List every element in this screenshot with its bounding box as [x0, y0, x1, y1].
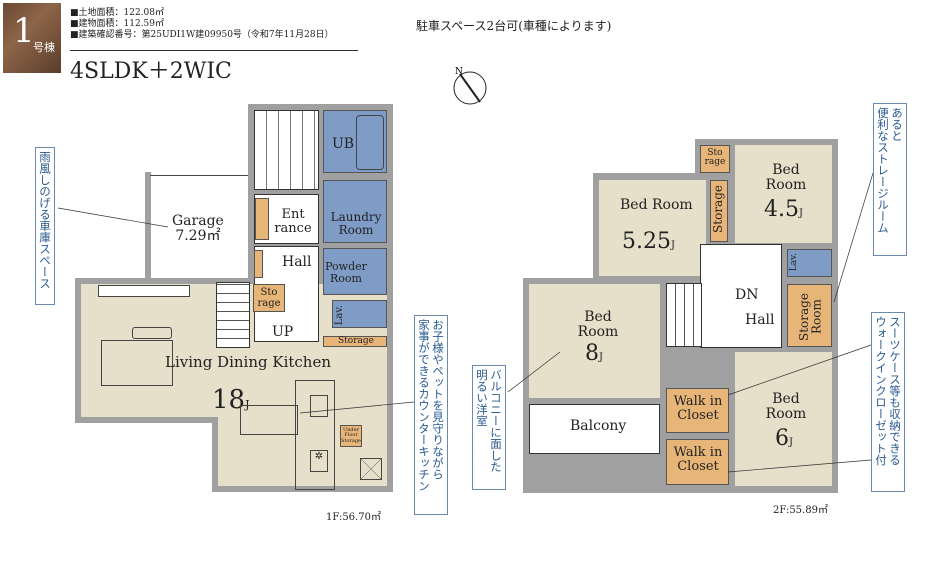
storage-vertical [254, 250, 263, 278]
storage-hatch-icon [360, 458, 382, 480]
bed45-label: Bed Room [765, 162, 807, 193]
ldk-floor-lower [218, 346, 387, 486]
building-suffix: 号棟 [33, 41, 55, 54]
dining-table [240, 405, 298, 435]
storage-small-2f-label: Sto rage [704, 148, 726, 168]
garage-line [150, 175, 250, 176]
storage-small: Sto rage [253, 284, 285, 312]
ldk-label: Living Dining Kitchen [165, 353, 332, 371]
storage-vertical-2f: Storage [710, 180, 728, 242]
building-badge: 1 号棟 [3, 3, 61, 73]
lavatory-2f: Lav. [787, 249, 832, 277]
balcony: Balcony [529, 404, 660, 454]
garage-note: 雨風しのげる車庫スペース [35, 147, 55, 305]
ldk-size: 18J [212, 385, 250, 415]
floor2-area: 2F:55.89㎡ [773, 505, 828, 516]
kitchen-note: お子様やペットを見守りながら家事ができるカウンターキッチン [414, 315, 448, 515]
hall-label: Hall [282, 254, 312, 270]
bed525-size: 5.25J [622, 229, 675, 254]
sofa-icon [101, 340, 173, 386]
kitchen-counter [295, 380, 335, 490]
bed6-size: 6J [775, 426, 794, 451]
storage-note: あると便利なストレージルーム [873, 103, 907, 256]
layout-type: 4SLDK＋2WIC [70, 59, 232, 84]
storage-room: Storage Room [787, 284, 832, 347]
walk-in-closet-1: Walk in Closet [666, 388, 729, 433]
staircase-2f [666, 283, 702, 347]
storage-small-2f: Sto rage [700, 145, 730, 173]
bathroom-ub: UB [323, 110, 387, 173]
jo-unit: J [245, 398, 250, 411]
floor-area: ■建物面積：112.59㎡ [70, 19, 164, 29]
laundry-label: Laundry Room [330, 210, 382, 237]
laundry-room: Laundry Room [323, 180, 387, 243]
entrance-label: Ent rance [274, 207, 312, 236]
storage-label: Storage [338, 336, 374, 346]
wic2-label: Walk in Closet [673, 445, 723, 474]
up-label: UP [272, 324, 294, 340]
sink-icon [310, 395, 328, 417]
walk-in-closet-2: Walk in Closet [666, 439, 729, 485]
lavatory: Lav. [332, 300, 387, 328]
stove-icon: ✲ [310, 450, 328, 472]
entrance-tiles [254, 110, 319, 190]
staircase [216, 282, 250, 348]
bed-room-8 [529, 284, 660, 398]
bed8-size: 8J [585, 341, 604, 366]
garage-wall [145, 172, 151, 282]
bed-room-525 [599, 180, 706, 276]
tv-board [98, 285, 190, 297]
underfloor-label: Under Floor Storage [341, 427, 361, 444]
parking-note: 駐車スペース2台可(車種によります) [416, 19, 612, 33]
bed525-label: Bed Room [620, 197, 693, 213]
storage-small-label: Sto rage [257, 287, 281, 309]
wic-note: スーツケース等も収納できるウォークインクローゼット付 [871, 312, 905, 492]
coffee-table [132, 327, 172, 339]
building-number: 1 [13, 11, 35, 51]
hall-2f [700, 244, 782, 348]
compass-label: N [455, 67, 463, 77]
compass-icon: N [453, 67, 487, 105]
dn-label: DN [735, 287, 759, 303]
floor1-area: 1F:56.70㎡ [326, 512, 381, 523]
bed45-size: 4.5J [764, 197, 804, 222]
shoe-storage [255, 198, 269, 240]
ub-label: UB [332, 136, 355, 152]
bed-room-6 [735, 352, 832, 486]
underfloor-storage: Under Floor Storage [340, 425, 362, 447]
permit-number: ■建築確認番号：第25UDI1W建09950号（令和7年11月28日） [70, 30, 334, 40]
hall-2f-label: Hall [745, 312, 775, 328]
property-info: ■土地面積：122.08㎡ ■建物面積：112.59㎡ ■建築確認番号：第25U… [70, 8, 334, 41]
land-area: ■土地面積：122.08㎡ [70, 8, 164, 18]
powder-label: Powder Room [325, 260, 367, 285]
header-divider [70, 50, 358, 51]
bathtub-icon [356, 115, 384, 170]
storage: Storage [323, 336, 387, 347]
bed-room-45 [735, 145, 832, 243]
balcony-label: Balcony [570, 418, 627, 434]
bed8-label: Bed Room [577, 309, 619, 340]
wic1-label: Walk in Closet [673, 394, 723, 423]
ldk-size-value: 18 [212, 385, 246, 415]
balcony-note: バルコニーに面した明るい洋室 [472, 365, 506, 490]
bed6-label: Bed Room [765, 391, 807, 422]
powder-room: Powder Room [323, 248, 387, 295]
